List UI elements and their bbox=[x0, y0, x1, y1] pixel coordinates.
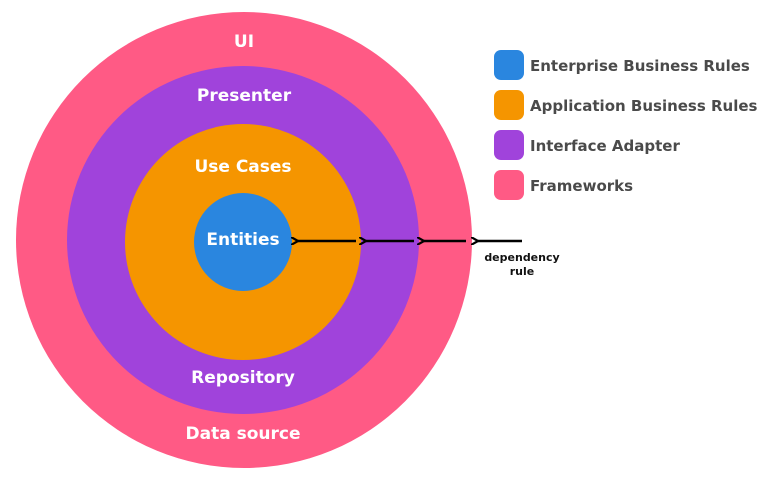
use-cases-label: Use Cases bbox=[194, 157, 292, 177]
entities-core-circle bbox=[194, 193, 292, 291]
presenter-label: Presenter bbox=[196, 86, 292, 106]
dependency-rule-line1: dependency bbox=[484, 251, 560, 264]
dependency-rule-label: dependency rule bbox=[472, 251, 572, 279]
entities-label: Entities bbox=[206, 230, 280, 250]
repository-label: Repository bbox=[191, 368, 295, 388]
legend-label-frameworks: Frameworks bbox=[530, 177, 634, 195]
legend-swatch-enterprise bbox=[494, 50, 524, 80]
legend-swatch-interface-adapter bbox=[494, 130, 524, 160]
legend-label-enterprise: Enterprise Business Rules bbox=[530, 57, 750, 75]
ui-label: UI bbox=[233, 32, 255, 52]
legend-label-interface-adapter: Interface Adapter bbox=[530, 137, 680, 155]
dependency-rule-line2: rule bbox=[509, 265, 535, 278]
legend-label-application: Application Business Rules bbox=[530, 97, 758, 115]
legend-swatch-application bbox=[494, 90, 524, 120]
data-source-label: Data source bbox=[185, 424, 301, 444]
legend-swatch-frameworks bbox=[494, 170, 524, 200]
